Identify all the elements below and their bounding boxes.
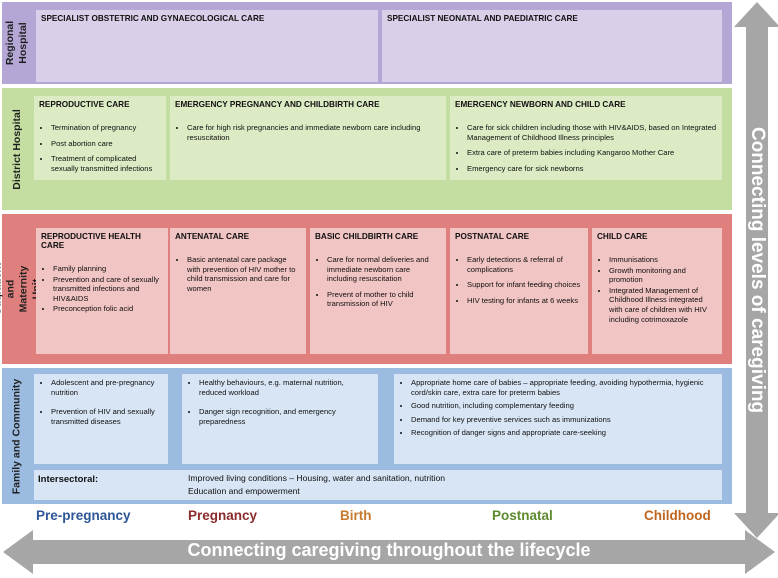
intersectoral-box: Intersectoral: Improved living condition… — [34, 470, 722, 500]
list-item: Care for high risk pregnancies and immed… — [187, 123, 441, 142]
specialist-neonatal-title: SPECIALIST NEONATAL AND PAEDIATRIC CARE — [387, 14, 578, 23]
list-item: Treatment of complicated sexually transm… — [51, 154, 161, 173]
antenatal-care-box: ANTENATAL CARE Basic antenatal care pack… — [170, 228, 306, 354]
outpatient-maternity-band: Outpatient and Maternity Unit REPRODUCTI… — [0, 214, 732, 364]
antenatal-care-title: ANTENATAL CARE — [175, 232, 250, 241]
vertical-arrow — [734, 2, 778, 538]
list-item: Preconception folic acid — [53, 304, 163, 314]
list-item: HIV testing for infants at 6 weeks — [467, 296, 583, 306]
stage-pre-pregnancy: Pre-pregnancy — [36, 508, 131, 523]
list-item: Recognition of danger signs and appropri… — [411, 428, 717, 438]
list-item: Family planning — [53, 264, 163, 274]
stage-postnatal: Postnatal — [492, 508, 553, 523]
intersectoral-line-1: Improved living conditions – Housing, wa… — [188, 473, 446, 483]
intersectoral-label: Intersectoral: — [38, 474, 99, 485]
regional-hospital-label: Regional Hospital — [4, 20, 29, 66]
intersectoral-line-2: Education and empowerment — [188, 486, 300, 496]
family-col1-box: Adolescent and pre-pregnancy nutrition P… — [34, 374, 168, 464]
district-hospital-label: District Hospital — [10, 108, 23, 190]
emergency-pregnancy-box: EMERGENCY PREGNANCY AND CHILDBIRTH CARE … — [170, 96, 446, 180]
list-item: Good nutrition, including complementary … — [411, 401, 717, 411]
list-item: Emergency care for sick newborns — [467, 164, 717, 174]
specialist-obstetric-title: SPECIALIST OBSTETRIC AND GYNAECOLOGICAL … — [41, 14, 265, 23]
stage-childhood: Childhood — [644, 508, 711, 523]
specialist-neonatal-box: SPECIALIST NEONATAL AND PAEDIATRIC CARE — [382, 10, 722, 82]
vertical-arrow-label: Connecting levels of caregiving — [747, 126, 768, 414]
list-item: Healthy behaviours, e.g. maternal nutrit… — [199, 378, 373, 397]
list-item: Adolescent and pre-pregnancy nutrition — [51, 378, 163, 397]
regional-hospital-band: Regional Hospital SPECIALIST OBSTETRIC A… — [2, 2, 732, 84]
list-item: Prevention and care of sexually transmit… — [53, 275, 163, 304]
emergency-newborn-box: EMERGENCY NEWBORN AND CHILD CARE Care fo… — [450, 96, 722, 180]
postnatal-care-box: POSTNATAL CARE Early detections & referr… — [450, 228, 588, 354]
emergency-pregnancy-title: EMERGENCY PREGNANCY AND CHILDBIRTH CARE — [175, 100, 380, 109]
horizontal-arrow — [3, 530, 775, 574]
list-item: Integrated Management of Childhood Illne… — [609, 286, 717, 324]
list-item: Early detections & referral of complicat… — [467, 255, 583, 274]
family-col3-box: Appropriate home care of babies – approp… — [394, 374, 722, 464]
stage-birth: Birth — [340, 508, 372, 523]
list-item: Growth monitoring and promotion — [609, 266, 717, 285]
list-item: Post abortion care — [51, 139, 161, 149]
list-item: Prevent of mother to child transmission … — [327, 290, 441, 309]
basic-childbirth-title: BASIC CHILDBIRTH CARE — [315, 232, 419, 241]
family-col2-box: Healthy behaviours, e.g. maternal nutrit… — [182, 374, 378, 464]
reproductive-health-box: REPRODUCTIVE HEALTH CARE Family planning… — [36, 228, 168, 354]
list-item: Appropriate home care of babies – approp… — [411, 378, 717, 397]
list-item: Care for normal deliveries and immediate… — [327, 255, 441, 284]
outpatient-maternity-label: Outpatient and Maternity Unit — [0, 262, 42, 316]
stage-pregnancy: Pregnancy — [188, 508, 258, 523]
list-item: Danger sign recognition, and emergency p… — [199, 407, 373, 426]
reproductive-care-title: REPRODUCTIVE CARE — [39, 100, 130, 109]
district-hospital-band: District Hospital REPRODUCTIVE CARE Term… — [2, 88, 732, 210]
list-item: Demand for key preventive services such … — [411, 415, 717, 425]
list-item: Extra care of preterm babies including K… — [467, 148, 717, 158]
specialist-obstetric-box: SPECIALIST OBSTETRIC AND GYNAECOLOGICAL … — [36, 10, 378, 82]
family-community-band: Family and Community Adolescent and pre-… — [2, 368, 732, 504]
child-care-box: CHILD CARE Immunisations Growth monitori… — [592, 228, 722, 354]
horizontal-arrow-label: Connecting caregiving throughout the lif… — [187, 540, 591, 560]
child-care-title: CHILD CARE — [597, 232, 648, 241]
list-item: Care for sick children including those w… — [467, 123, 717, 142]
postnatal-care-title: POSTNATAL CARE — [455, 232, 530, 241]
basic-childbirth-box: BASIC CHILDBIRTH CARE Care for normal de… — [310, 228, 446, 354]
emergency-newborn-title: EMERGENCY NEWBORN AND CHILD CARE — [455, 100, 626, 109]
reproductive-health-title: REPRODUCTIVE HEALTH CARE — [41, 232, 141, 250]
list-item: Basic antenatal care package with preven… — [187, 255, 301, 293]
list-item: Termination of pregnancy — [51, 123, 161, 133]
reproductive-care-box: REPRODUCTIVE CARE Termination of pregnan… — [34, 96, 166, 180]
list-item: Immunisations — [609, 255, 717, 265]
list-item: Prevention of HIV and sexually transmitt… — [51, 407, 163, 426]
list-item: Support for infant feeding choices — [467, 280, 583, 290]
family-community-label: Family and Community — [10, 378, 23, 494]
